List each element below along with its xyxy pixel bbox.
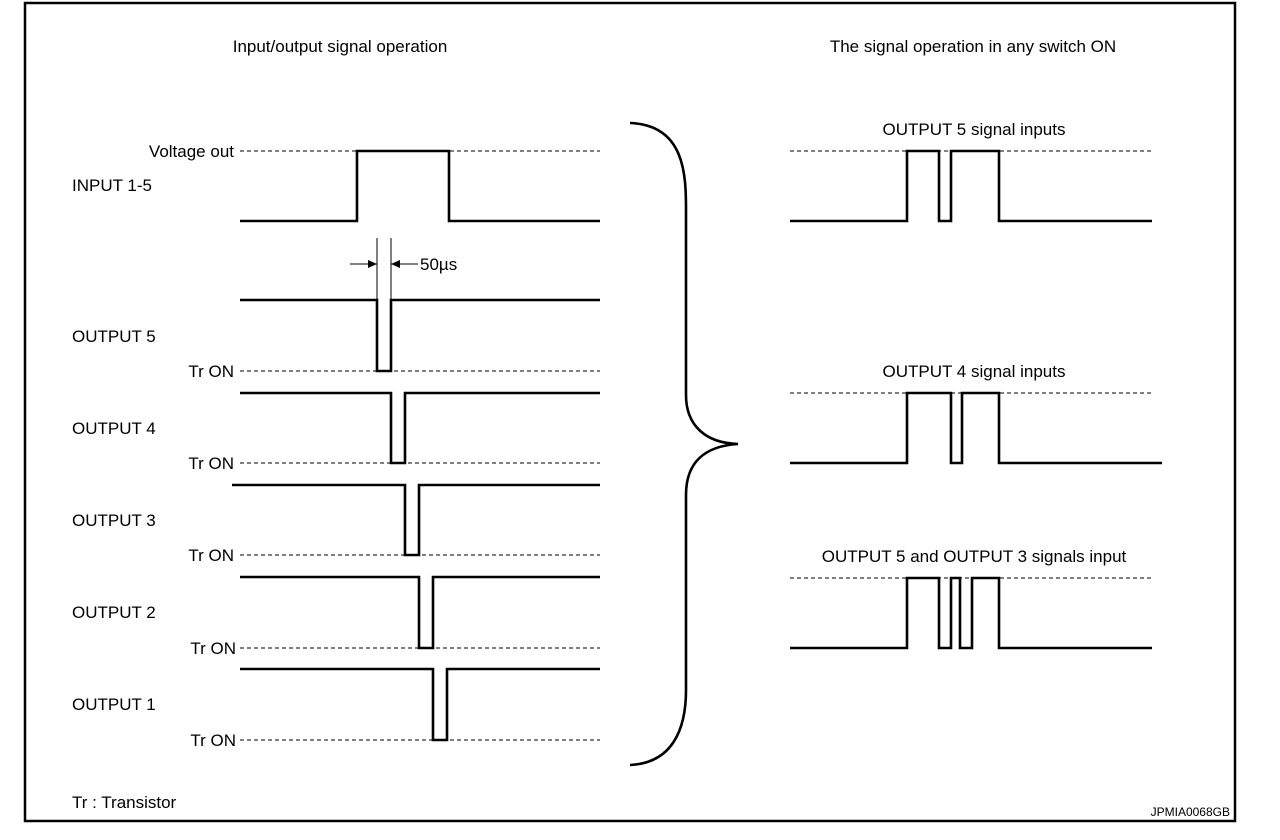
legend: Tr : Transistor bbox=[72, 793, 177, 812]
output-1-label: OUTPUT 1 bbox=[72, 695, 156, 714]
output-1-signal bbox=[240, 667, 600, 742]
output-5-signal bbox=[240, 298, 600, 373]
output-5-and-3-combined-signal bbox=[790, 576, 1152, 650]
voltage-out-label: Voltage out bbox=[149, 142, 234, 161]
right-label-1: OUTPUT 5 signal inputs bbox=[883, 120, 1066, 139]
output-4-combined-signal bbox=[790, 391, 1162, 465]
tr-on-label: Tr ON bbox=[188, 546, 234, 565]
right-label-3: OUTPUT 5 and OUTPUT 3 signals input bbox=[822, 547, 1127, 566]
right-heading: The signal operation in any switch ON bbox=[830, 37, 1116, 56]
input-label: INPUT 1-5 bbox=[72, 176, 152, 195]
output-5-label: OUTPUT 5 bbox=[72, 327, 156, 346]
output-4-label: OUTPUT 4 bbox=[72, 419, 156, 438]
tr-on-label: Tr ON bbox=[190, 731, 236, 750]
output-3-label: OUTPUT 3 bbox=[72, 511, 156, 530]
output-4-signal bbox=[240, 391, 600, 465]
curly-brace bbox=[629, 121, 739, 767]
output-5-combined-signal bbox=[790, 149, 1152, 223]
figure-frame bbox=[23, 1, 1237, 823]
output-2-label: OUTPUT 2 bbox=[72, 603, 156, 622]
figure-code: JPMIA0068GB bbox=[1151, 805, 1230, 819]
input-signal bbox=[240, 149, 600, 223]
left-heading: Input/output signal operation bbox=[233, 37, 448, 56]
pulse-width-dimension bbox=[350, 238, 418, 300]
tr-on-label: Tr ON bbox=[188, 362, 234, 381]
output-3-signal bbox=[232, 483, 600, 557]
pulse-width-label: 50µs bbox=[420, 255, 457, 274]
tr-on-label: Tr ON bbox=[188, 454, 234, 473]
right-label-2: OUTPUT 4 signal inputs bbox=[883, 362, 1066, 381]
tr-on-label: Tr ON bbox=[190, 639, 236, 658]
output-2-signal bbox=[240, 575, 600, 650]
